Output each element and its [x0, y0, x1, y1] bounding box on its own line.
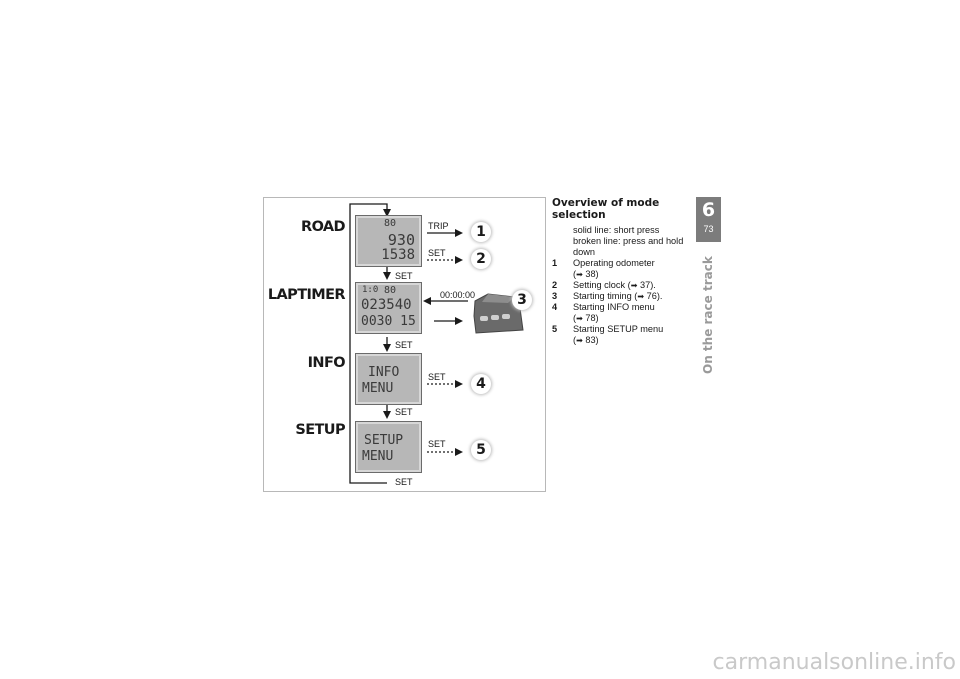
laptimer-display-top-right: 80 — [384, 285, 397, 296]
road-display-line2: 1538 — [381, 247, 415, 263]
set-label-setup: SET — [428, 439, 446, 449]
item-label: Starting INFO menu — [573, 302, 655, 312]
page-ref-arrow-icon: ➡ — [637, 292, 645, 301]
item-number: 4 — [552, 302, 558, 312]
mode-label-laptimer: LAPTIMER — [267, 287, 346, 303]
item-number: 1 — [552, 258, 558, 268]
mode-label-setup: SETUP — [295, 422, 345, 438]
set-label-road: SET — [428, 248, 446, 258]
watermark: carmanualsonline.info — [712, 650, 956, 675]
road-display: 80 930 1538 — [355, 215, 422, 267]
list-item: 5 Starting SETUP menu (➡ 83) — [552, 324, 664, 345]
trip-label: TRIP — [428, 221, 449, 231]
road-display-top: 80 — [384, 218, 397, 229]
setup-display-line1: SETUP — [364, 433, 404, 448]
item-ref: 37). — [639, 280, 656, 290]
laptimer-display: 1:0 80 023540 0030 15 — [355, 282, 422, 334]
list-item: 2 Setting clock (➡ 37). — [552, 280, 656, 290]
set-label-2: SET — [395, 340, 413, 350]
set-label-3: SET — [395, 407, 413, 417]
setup-display-line2: MENU — [362, 449, 394, 464]
list-item: 1 Operating odometer (➡ 38) — [552, 258, 655, 279]
item-ref: 78) — [585, 313, 599, 323]
chapter-number: 6 — [701, 199, 716, 221]
description-column: Overview of mode selection solid line: s… — [552, 197, 692, 346]
page-ref-arrow-icon: ➡ — [630, 281, 638, 290]
item-label: Starting SETUP menu — [573, 324, 664, 334]
item-label: Setting clock — [573, 280, 626, 290]
page-ref-arrow-icon: ➡ — [576, 336, 583, 345]
page-ref-arrow-icon: ➡ — [576, 270, 583, 279]
item-number: 3 — [552, 291, 558, 301]
info-display-line1: INFO — [368, 365, 400, 380]
mode-selection-diagram: ROAD LAPTIMER INFO SETUP 80 930 1538 1:0… — [263, 197, 546, 492]
loop-back-line — [349, 203, 391, 484]
item-ref: 83) — [585, 335, 599, 345]
section-heading: Overview of mode selection — [552, 197, 660, 221]
legend-solid-line: solid line: short press — [573, 225, 660, 235]
list-item: 3 Starting timing (➡ 76). — [552, 291, 663, 301]
info-display: INFO MENU — [355, 353, 422, 405]
timer-readout: 00:00:00 — [440, 290, 476, 300]
chapter-title: On the race track — [701, 256, 715, 374]
item-number: 5 — [552, 324, 558, 334]
callout-5: 5 — [471, 440, 491, 460]
list-item: 4 Starting INFO menu (➡ 78) — [552, 302, 655, 323]
item-number: 2 — [552, 280, 558, 290]
handlebar-switch-unit — [473, 293, 524, 334]
page-ref-arrow-icon: ➡ — [576, 314, 583, 323]
info-display-line2: MENU — [362, 381, 394, 396]
set-label-4: SET — [395, 477, 413, 487]
laptimer-display-line1: 023540 — [361, 297, 412, 313]
item-ref: 76). — [646, 291, 663, 301]
callout-3: 3 — [512, 290, 532, 310]
item-ref: 38) — [585, 269, 599, 279]
laptimer-display-top-left: 1:0 — [362, 285, 379, 295]
mode-label-road: ROAD — [301, 219, 346, 235]
setup-display: SETUP MENU — [355, 421, 422, 473]
callout-1: 1 — [471, 222, 491, 242]
set-label-info: SET — [428, 372, 446, 382]
item-label: Operating odometer — [573, 258, 655, 268]
set-label-1: SET — [395, 271, 413, 281]
legend-broken-line: broken line: press and hold down — [573, 236, 684, 257]
callout-4: 4 — [471, 374, 491, 394]
callout-2: 2 — [471, 249, 491, 269]
page-number: 73 — [703, 224, 714, 234]
chapter-tab: 6 73 — [696, 197, 721, 242]
road-display-line1: 930 — [387, 231, 415, 249]
diagram-lines — [349, 203, 524, 484]
laptimer-display-line2: 0030 15 — [361, 314, 416, 329]
item-label: Starting timing — [573, 291, 632, 301]
mode-label-info: INFO — [307, 355, 346, 371]
